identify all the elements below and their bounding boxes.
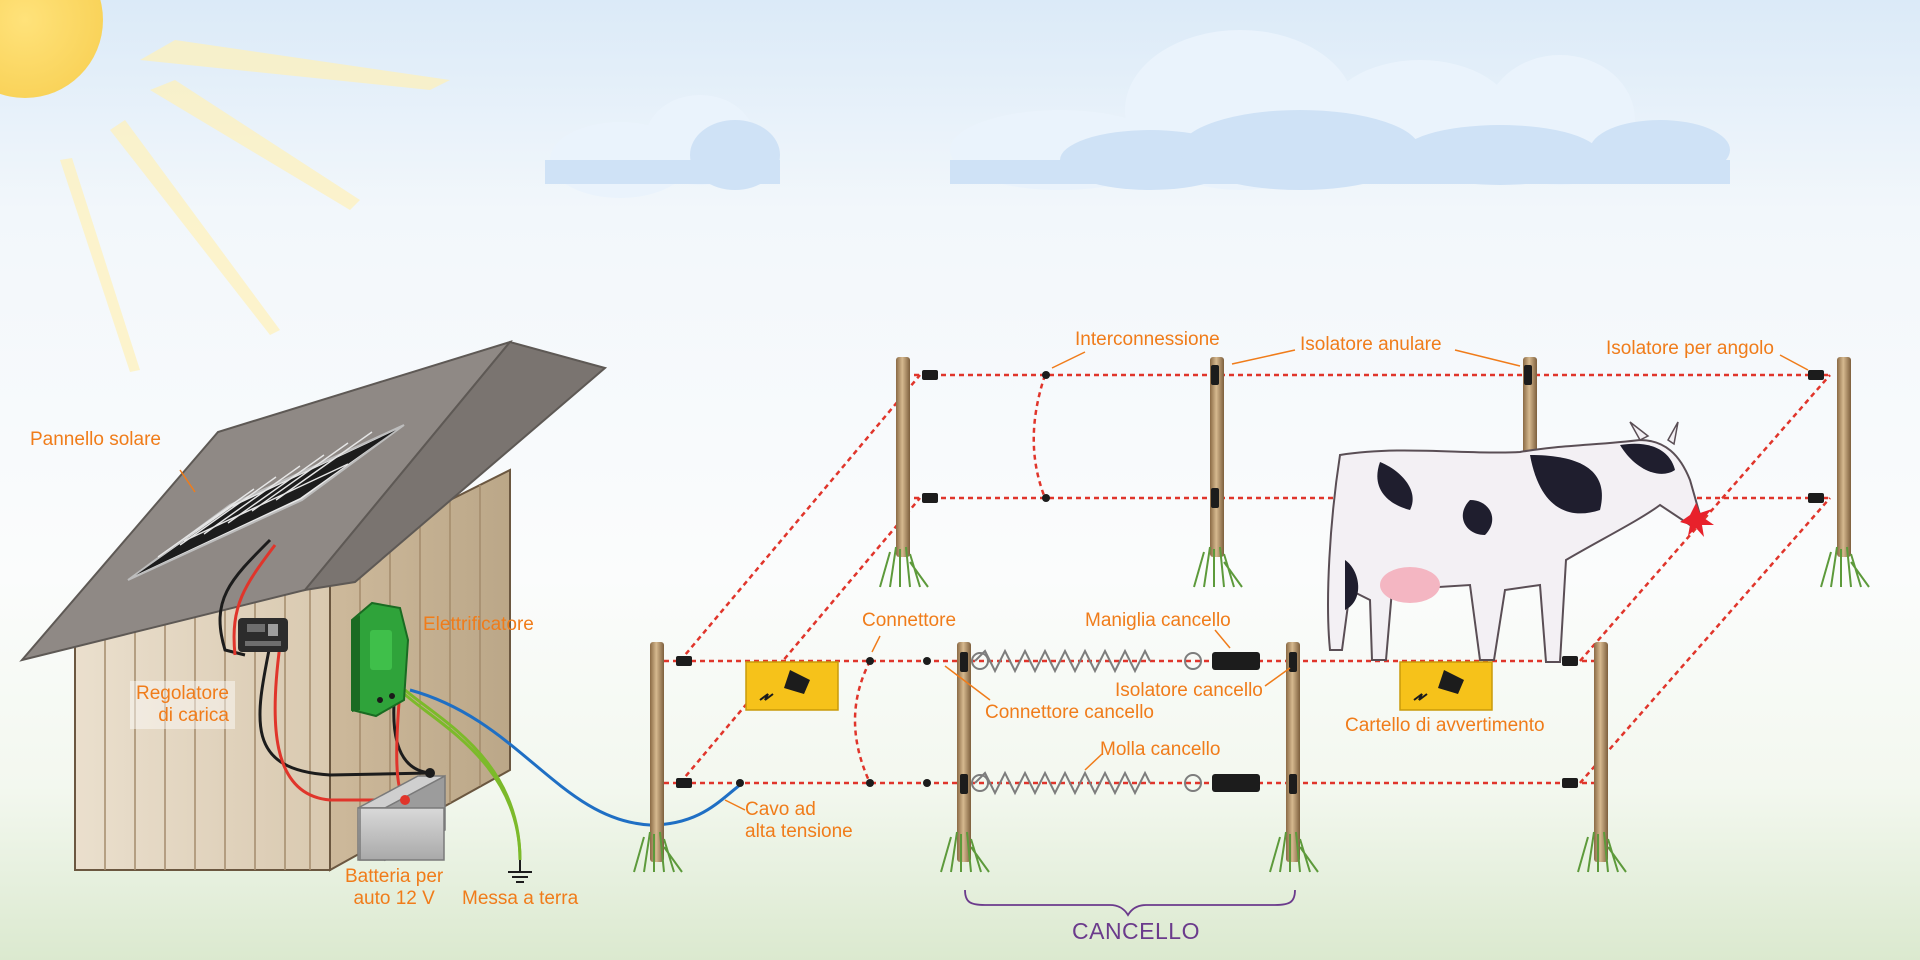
battery-label-line2: auto 12 V (353, 888, 435, 909)
charge-controller-label-line1: Regolatore (136, 683, 229, 704)
charge-controller-label-line2: di carica (158, 705, 229, 726)
spark-icon (1680, 503, 1714, 537)
hv-cable-label-line2: alta tensione (745, 821, 853, 842)
interconnection-label: Interconnessione (1075, 329, 1220, 350)
grass (633, 546, 1870, 873)
ring-insulator-label: Isolatore anulare (1300, 334, 1442, 355)
shed (19, 340, 608, 872)
ground-label: Messa a terra (462, 888, 579, 909)
gate-insulator-label: Isolatore cancello (1115, 680, 1263, 701)
corner-insulator-label: Isolatore per angolo (1606, 338, 1774, 359)
panel-cables (218, 538, 741, 861)
clouds (545, 30, 1730, 198)
battery-label-line1: Batteria per (345, 866, 444, 887)
leader-lines (179, 349, 1809, 811)
solar-panel (127, 424, 405, 581)
insulators (676, 365, 1824, 794)
cow (1327, 421, 1702, 663)
warning-sign-label: Cartello di avvertimento (1345, 715, 1545, 736)
fence-wires (655, 373, 1831, 785)
charge-controller-label: Regolatore di carica (130, 681, 235, 729)
warning-signs (745, 661, 1493, 711)
connector-label: Connettore (862, 610, 957, 631)
gate-spring-label: Molla cancello (1100, 739, 1221, 760)
hv-cable-label: Cavo ad alta tensione (745, 799, 853, 843)
gate-label: CANCELLO (1072, 918, 1200, 944)
fence-posts (650, 357, 1851, 862)
charge-controller (238, 618, 288, 652)
ground-symbol (508, 860, 532, 883)
solar-panel-label: Pannello solare (30, 429, 161, 450)
hv-cable-label-line1: Cavo ad (745, 799, 816, 820)
gate-springs (971, 648, 1202, 796)
gate-connector-label: Connettore cancello (985, 702, 1154, 723)
energizer (351, 601, 410, 718)
gate-handle-label: Maniglia cancello (1085, 610, 1231, 631)
battery-label: Batteria per auto 12 V (345, 866, 443, 910)
sun (0, 0, 450, 372)
battery (357, 768, 446, 862)
gate-handles (1212, 652, 1260, 792)
energizer-label: Elettrificatore (423, 614, 534, 635)
gate-brace (964, 889, 1296, 917)
